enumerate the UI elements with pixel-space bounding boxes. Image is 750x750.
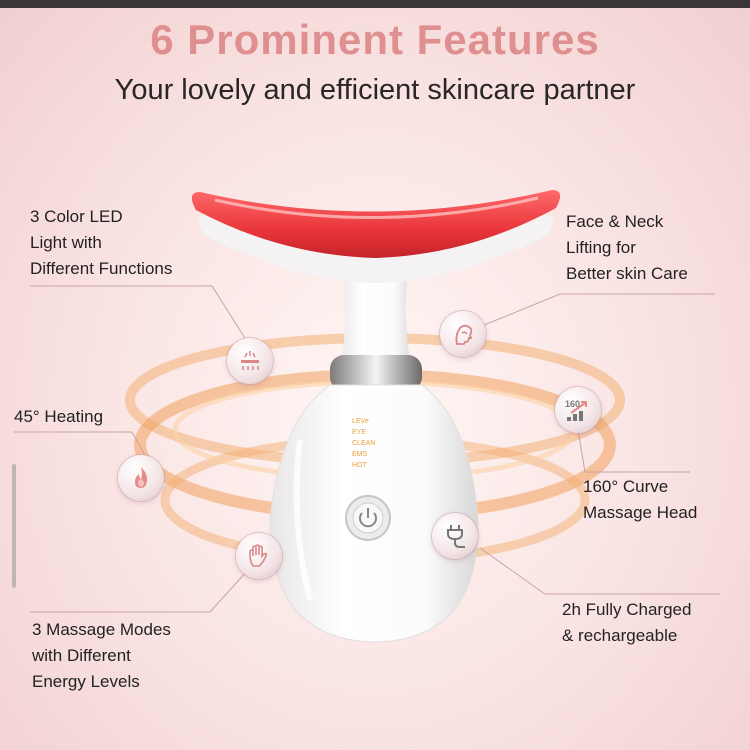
face-bubble	[440, 311, 486, 357]
hand-icon	[249, 544, 268, 567]
curve-bubble: 160	[555, 387, 601, 433]
led-head	[191, 190, 561, 258]
feature-led-label: 3 Color LED Light with Different Functio…	[30, 207, 173, 278]
led-bubble	[227, 338, 273, 384]
page-subtitle: Your lovely and efficient skincare partn…	[114, 74, 636, 106]
scrollbar-handle[interactable]	[12, 464, 16, 588]
feature-heating-label: 45° Heating	[14, 407, 104, 426]
top-border-strip	[0, 0, 750, 8]
feature-lifting-label: Face & Neck Lifting for Better skin Care	[566, 212, 688, 283]
massage-bubble	[236, 533, 282, 579]
power-button	[345, 495, 391, 541]
curve-160-icon: 160	[565, 399, 587, 421]
chrome-ring	[330, 355, 422, 391]
mode-label: CLEAN	[352, 440, 376, 447]
svg-text:160: 160	[565, 399, 580, 409]
mode-label: HOT	[352, 462, 367, 469]
feature-massage-modes-label: 3 Massage Modes with Different Energy Le…	[32, 620, 171, 691]
page-title: 6 Prominent Features	[150, 16, 600, 63]
mode-label: EYE	[352, 429, 367, 436]
feature-curve-label: 160° Curve Massage Head	[583, 477, 698, 522]
charging-plug-icon	[447, 525, 465, 548]
feature-charging-label: 2h Fully Charged & rechargeable	[562, 600, 692, 645]
charge-bubble	[432, 513, 478, 559]
power-icon[interactable]	[346, 496, 390, 540]
feature-connector-lines	[14, 285, 720, 613]
device-mode-indicators: LEVe EYE CLEAN EMS HOT	[352, 416, 375, 471]
face-lift-icon	[455, 324, 473, 345]
mode-label: EMS	[352, 451, 368, 458]
flame-icon	[135, 467, 148, 488]
led-light-icon	[241, 351, 259, 370]
heat-bubble	[118, 455, 164, 501]
mode-label: LEVe	[352, 418, 369, 425]
